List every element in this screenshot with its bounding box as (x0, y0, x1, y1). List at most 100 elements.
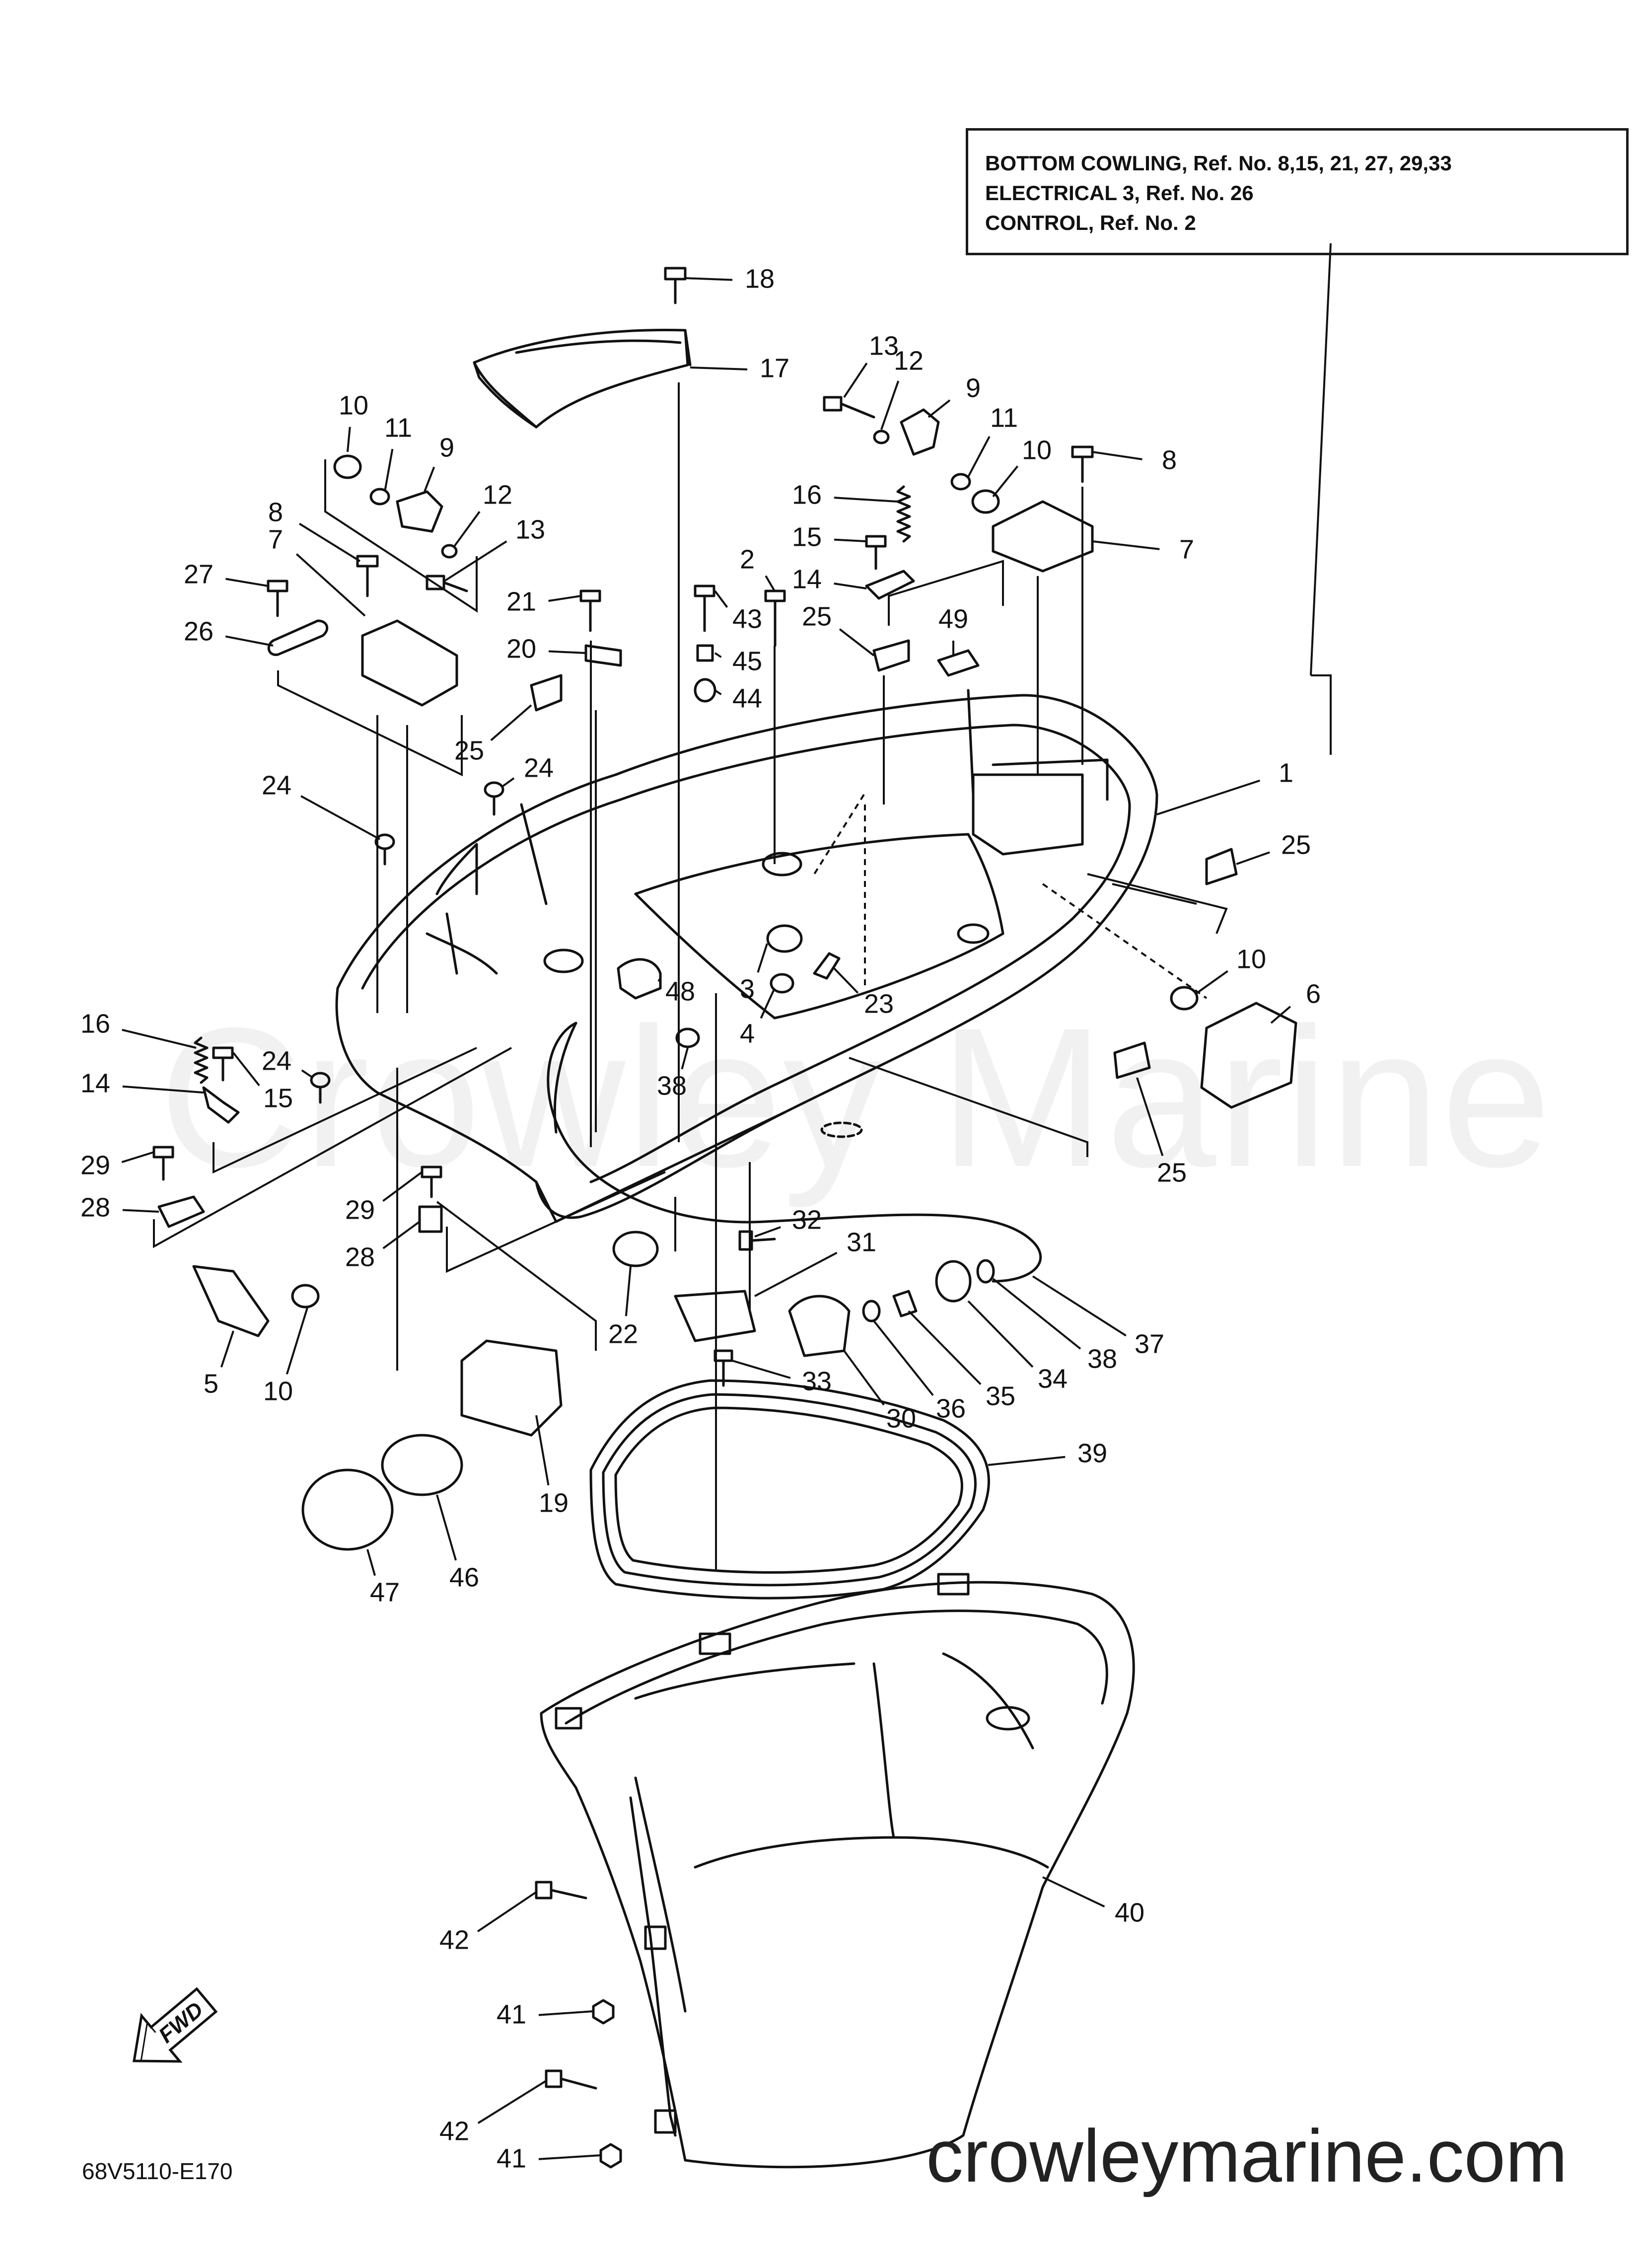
clip-26 (267, 619, 329, 656)
washer-12-top (873, 430, 890, 444)
part-callout-10: 10 (339, 390, 368, 420)
bolt-2 (764, 589, 786, 647)
leader-line (1136, 1077, 1164, 1156)
part-callout-10: 10 (263, 1376, 293, 1406)
leader-line (714, 652, 722, 658)
bolt-21 (579, 589, 601, 632)
skirt-clip-lower (654, 2109, 677, 2134)
bolt-43 (694, 585, 715, 632)
leader-line (548, 650, 586, 654)
leader-line (1032, 1275, 1127, 1337)
part-callout-14: 14 (80, 1068, 110, 1098)
plug-24-c (310, 1072, 331, 1104)
leader-line (286, 1306, 309, 1375)
bracket-31 (674, 1290, 756, 1342)
leader-line (834, 538, 867, 542)
plug-24-b (374, 833, 395, 866)
fitting-35 (892, 1290, 918, 1317)
leader-line (535, 1415, 550, 1486)
bolt-29-mid (421, 1166, 442, 1198)
part-callout-38: 38 (1087, 1344, 1117, 1374)
leader-line (1042, 1876, 1105, 1908)
leader-line (988, 1456, 1066, 1466)
leader-line (122, 1028, 197, 1049)
leader-line (880, 380, 900, 430)
part-callout-38: 38 (657, 1071, 687, 1100)
part-callout-7: 7 (1179, 534, 1194, 564)
part-callout-39: 39 (1077, 1438, 1107, 1468)
bolt-27 (267, 580, 288, 617)
bushing-11-left (369, 488, 390, 506)
grommet-3 (766, 924, 803, 953)
leader-line (382, 1221, 421, 1249)
part-callout-8: 8 (268, 497, 283, 527)
part-callout-13: 13 (515, 514, 545, 544)
part-callout-15: 15 (792, 522, 822, 552)
part-callout-11: 11 (990, 403, 1018, 433)
collar-4 (770, 973, 794, 994)
fitting-23 (813, 952, 841, 980)
leader-line (873, 1320, 934, 1396)
leader-line (754, 1251, 838, 1297)
part-callout-2: 2 (740, 544, 755, 574)
bushing-45 (696, 644, 714, 662)
clamp-9-left (396, 490, 443, 533)
part-callout-28: 28 (80, 1192, 110, 1222)
part-callout-22: 22 (608, 1319, 638, 1349)
part-callout-20: 20 (506, 634, 536, 663)
leader-line (490, 704, 532, 741)
leader-line (754, 1226, 781, 1238)
part-callout-8: 8 (1162, 445, 1177, 475)
hose-37 (547, 1022, 1042, 1283)
part-callout-27: 27 (184, 559, 214, 589)
part-callout-49: 49 (938, 604, 968, 634)
top-pan-17 (473, 329, 692, 429)
part-callout-30: 30 (886, 1403, 916, 1433)
leader-line (384, 448, 394, 492)
leader-line (714, 590, 728, 608)
leader-line (424, 466, 435, 492)
bolt-13-left (426, 575, 468, 592)
leader-line (301, 1069, 314, 1079)
leader-line (298, 522, 361, 562)
part-callout-4: 4 (740, 1019, 755, 1048)
bushing-11-top (950, 473, 971, 491)
leader-line (834, 582, 867, 589)
plug-24-a (484, 781, 504, 816)
leader-line (992, 1278, 1081, 1350)
leader-line (625, 1266, 632, 1317)
part-callout-44: 44 (732, 683, 762, 713)
leader-line (232, 1052, 260, 1087)
part-callout-47: 47 (370, 1577, 400, 1607)
grommet-22 (612, 1231, 659, 1267)
leader-line (436, 1494, 457, 1561)
ref-line-control: CONTROL, Ref. No. 2 (985, 211, 1196, 234)
part-callout-19: 19 (539, 1488, 569, 1518)
part-callout-24: 24 (262, 1046, 291, 1076)
part-callout-23: 23 (864, 989, 894, 1019)
grommet-10-left (333, 454, 362, 479)
part-callout-12: 12 (894, 346, 924, 375)
spring-16-top (896, 485, 911, 543)
part-callout-10: 10 (1236, 944, 1266, 974)
part-callout-25: 25 (1281, 830, 1311, 860)
part-callout-46: 46 (449, 1562, 479, 1592)
part-callout-10: 10 (1022, 435, 1052, 465)
washer-12-left (441, 544, 458, 559)
cushion-25-mid (1113, 1041, 1151, 1079)
clip-48 (617, 958, 662, 1000)
grommet-10-top (971, 489, 1000, 514)
grommet-10-right (1170, 986, 1199, 1011)
leader-line (347, 427, 351, 452)
leader-line (908, 1310, 982, 1385)
leader-line (714, 689, 722, 695)
bracket-7-top (992, 500, 1094, 573)
part-callout-24: 24 (262, 770, 291, 800)
part-callout-5: 5 (204, 1369, 218, 1398)
bracket-7-left (361, 619, 458, 707)
part-callout-33: 33 (802, 1366, 832, 1396)
gasket-39 (589, 1379, 990, 1600)
leader-line (834, 497, 898, 503)
plate-5 (192, 1265, 270, 1337)
